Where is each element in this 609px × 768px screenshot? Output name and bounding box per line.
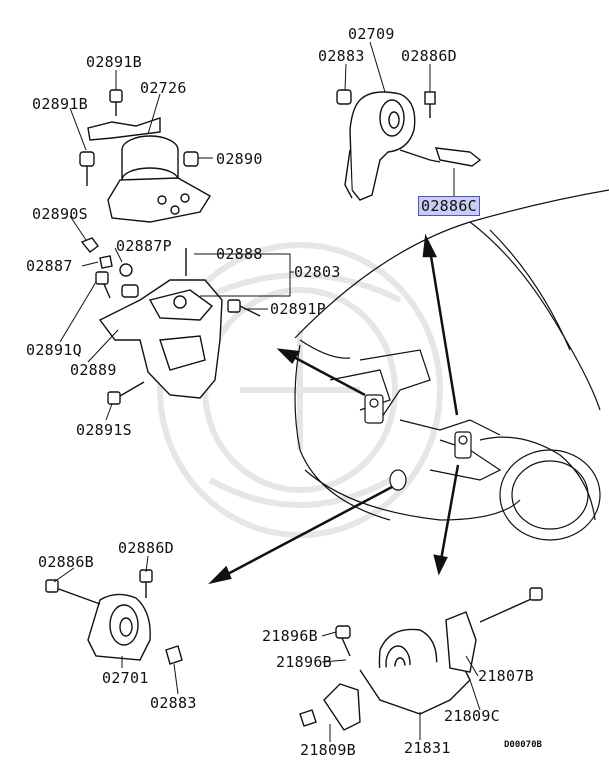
label-02883-bot[interactable]: 02883 (150, 694, 197, 712)
mount-02709 (336, 89, 482, 201)
label-21809B[interactable]: 21809B (300, 741, 356, 759)
label-02891Q[interactable]: 02891Q (26, 341, 82, 359)
label-02887[interactable]: 02887 (26, 257, 73, 275)
mount-21831 (299, 587, 543, 731)
diagram-code: D00070B (504, 740, 542, 750)
label-02890S[interactable]: 02890S (32, 205, 88, 223)
label-02890[interactable]: 02890 (216, 150, 263, 168)
label-02887P[interactable]: 02887P (116, 237, 172, 255)
mount-02701 (45, 569, 183, 665)
label-21896B-a[interactable]: 21896B (262, 627, 318, 645)
label-21831[interactable]: 21831 (404, 739, 451, 757)
label-02709[interactable]: 02709 (348, 25, 395, 43)
pointer-arrows (208, 233, 460, 585)
label-02889[interactable]: 02889 (70, 361, 117, 379)
label-21807B[interactable]: 21807B (478, 667, 534, 685)
label-02888[interactable]: 02888 (216, 245, 263, 263)
label-02886C-selected[interactable]: 02886C (418, 196, 480, 216)
label-02886D-bot[interactable]: 02886D (118, 539, 174, 557)
label-02701[interactable]: 02701 (102, 669, 149, 687)
label-02883-top[interactable]: 02883 (318, 47, 365, 65)
label-21896B-b[interactable]: 21896B (276, 653, 332, 671)
label-02891S[interactable]: 02891S (76, 421, 132, 439)
label-21809C[interactable]: 21809C (444, 707, 500, 725)
leader-lines (53, 41, 481, 742)
label-02886D-top[interactable]: 02886D (401, 47, 457, 65)
label-02726[interactable]: 02726 (140, 79, 187, 97)
label-02886B[interactable]: 02886B (38, 553, 94, 571)
label-02891P[interactable]: 02891P (270, 300, 326, 318)
car-mount-points (364, 394, 472, 491)
label-02891B-a[interactable]: 02891B (86, 53, 142, 71)
mount-02726-assembly (79, 89, 211, 277)
car-body-outline (294, 189, 609, 541)
label-02803[interactable]: 02803 (294, 263, 341, 281)
bracket-02803 (95, 248, 261, 405)
label-02891B-b[interactable]: 02891B (32, 95, 88, 113)
